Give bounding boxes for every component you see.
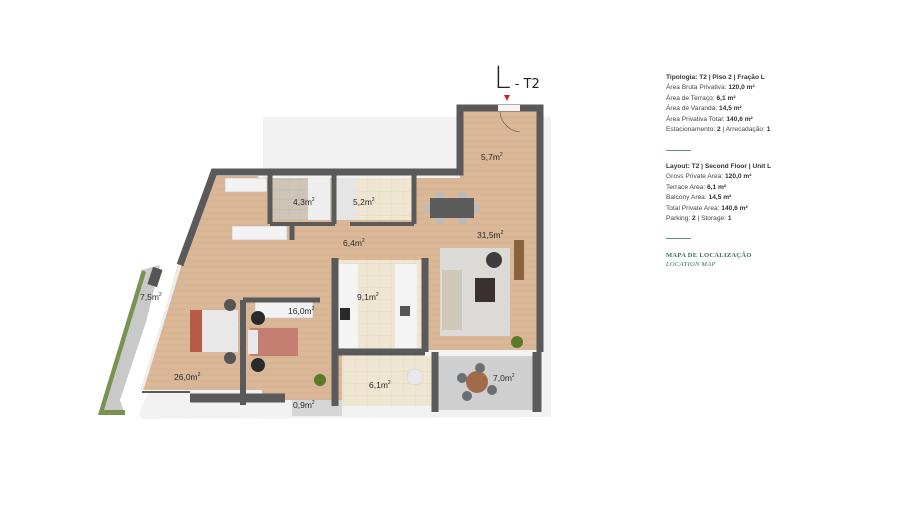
area-label-laundry: 6,1m2 xyxy=(369,380,391,390)
info-en-line: Gross Private Area: 120,0 m² xyxy=(666,173,752,181)
area-label-bathroom-1: 4,3m2 xyxy=(293,197,315,207)
location-map-label-en[interactable]: LOCATION MAP xyxy=(666,261,716,268)
info-pt-line: Área Bruta Privativa: 120,0 m² xyxy=(666,84,755,92)
info-pt-parking-storage: Estacionamento: 2 | Arrecadação: 1 xyxy=(666,126,771,134)
floor-plan: 5,7m2 31,5m2 4,3m2 5,2m2 6,4m2 9,1m2 16,… xyxy=(80,60,560,430)
divider xyxy=(666,150,691,151)
area-label-small-balcony: 0,9m2 xyxy=(293,400,315,410)
unit-letter: L xyxy=(494,61,511,96)
info-pt-line: Área Privativa Total: 140,6 m² xyxy=(666,115,753,123)
area-label-living-dining: 31,5m2 xyxy=(477,230,504,240)
info-pt-line: Área de Varanda: 14,5 m² xyxy=(666,105,742,113)
area-label-master-bedroom: 26,0m2 xyxy=(174,372,201,382)
info-en-parking-storage: Parking: 2 | Storage: 1 xyxy=(666,215,732,223)
info-en-line: Total Private Area: 140,6 m² xyxy=(666,204,748,212)
area-label-bedroom-2: 16,0m2 xyxy=(288,306,315,316)
floor-plan-drawing xyxy=(98,95,551,419)
info-en-line: Balcony Area: 14,5 m² xyxy=(666,194,732,202)
area-label-entrance-hall: 5,7m2 xyxy=(481,152,503,162)
area-label-balcony: 7,0m2 xyxy=(493,373,515,383)
area-label-corridor: 6,4m2 xyxy=(343,238,365,248)
area-label-kitchen: 9,1m2 xyxy=(357,292,379,302)
info-pt-line: Área de Terraço: 6,1 m² xyxy=(666,94,736,102)
unit-title: L - T2 xyxy=(494,64,540,94)
area-label-bathroom-2: 5,2m2 xyxy=(353,197,375,207)
location-map-link[interactable]: MAPA DE LOCALIZAÇÃO LOCATION MAP xyxy=(666,251,752,269)
unit-info-english: Layout: T2 | Second Floor | Unit L Gross… xyxy=(666,162,771,224)
unit-type: - T2 xyxy=(514,77,540,92)
area-label-terrace: 7,5m2 xyxy=(140,292,162,302)
info-en-line: Terrace Area: 6,1 m² xyxy=(666,183,727,191)
info-pt-title: Tipologia: T2 | Piso 2 | Fração L xyxy=(666,74,765,81)
info-en-title: Layout: T2 | Second Floor | Unit L xyxy=(666,163,772,170)
location-map-label-pt[interactable]: MAPA DE LOCALIZAÇÃO xyxy=(666,252,752,259)
divider xyxy=(666,238,691,239)
unit-info-portuguese: Tipologia: T2 | Piso 2 | Fração L Área B… xyxy=(666,73,770,135)
